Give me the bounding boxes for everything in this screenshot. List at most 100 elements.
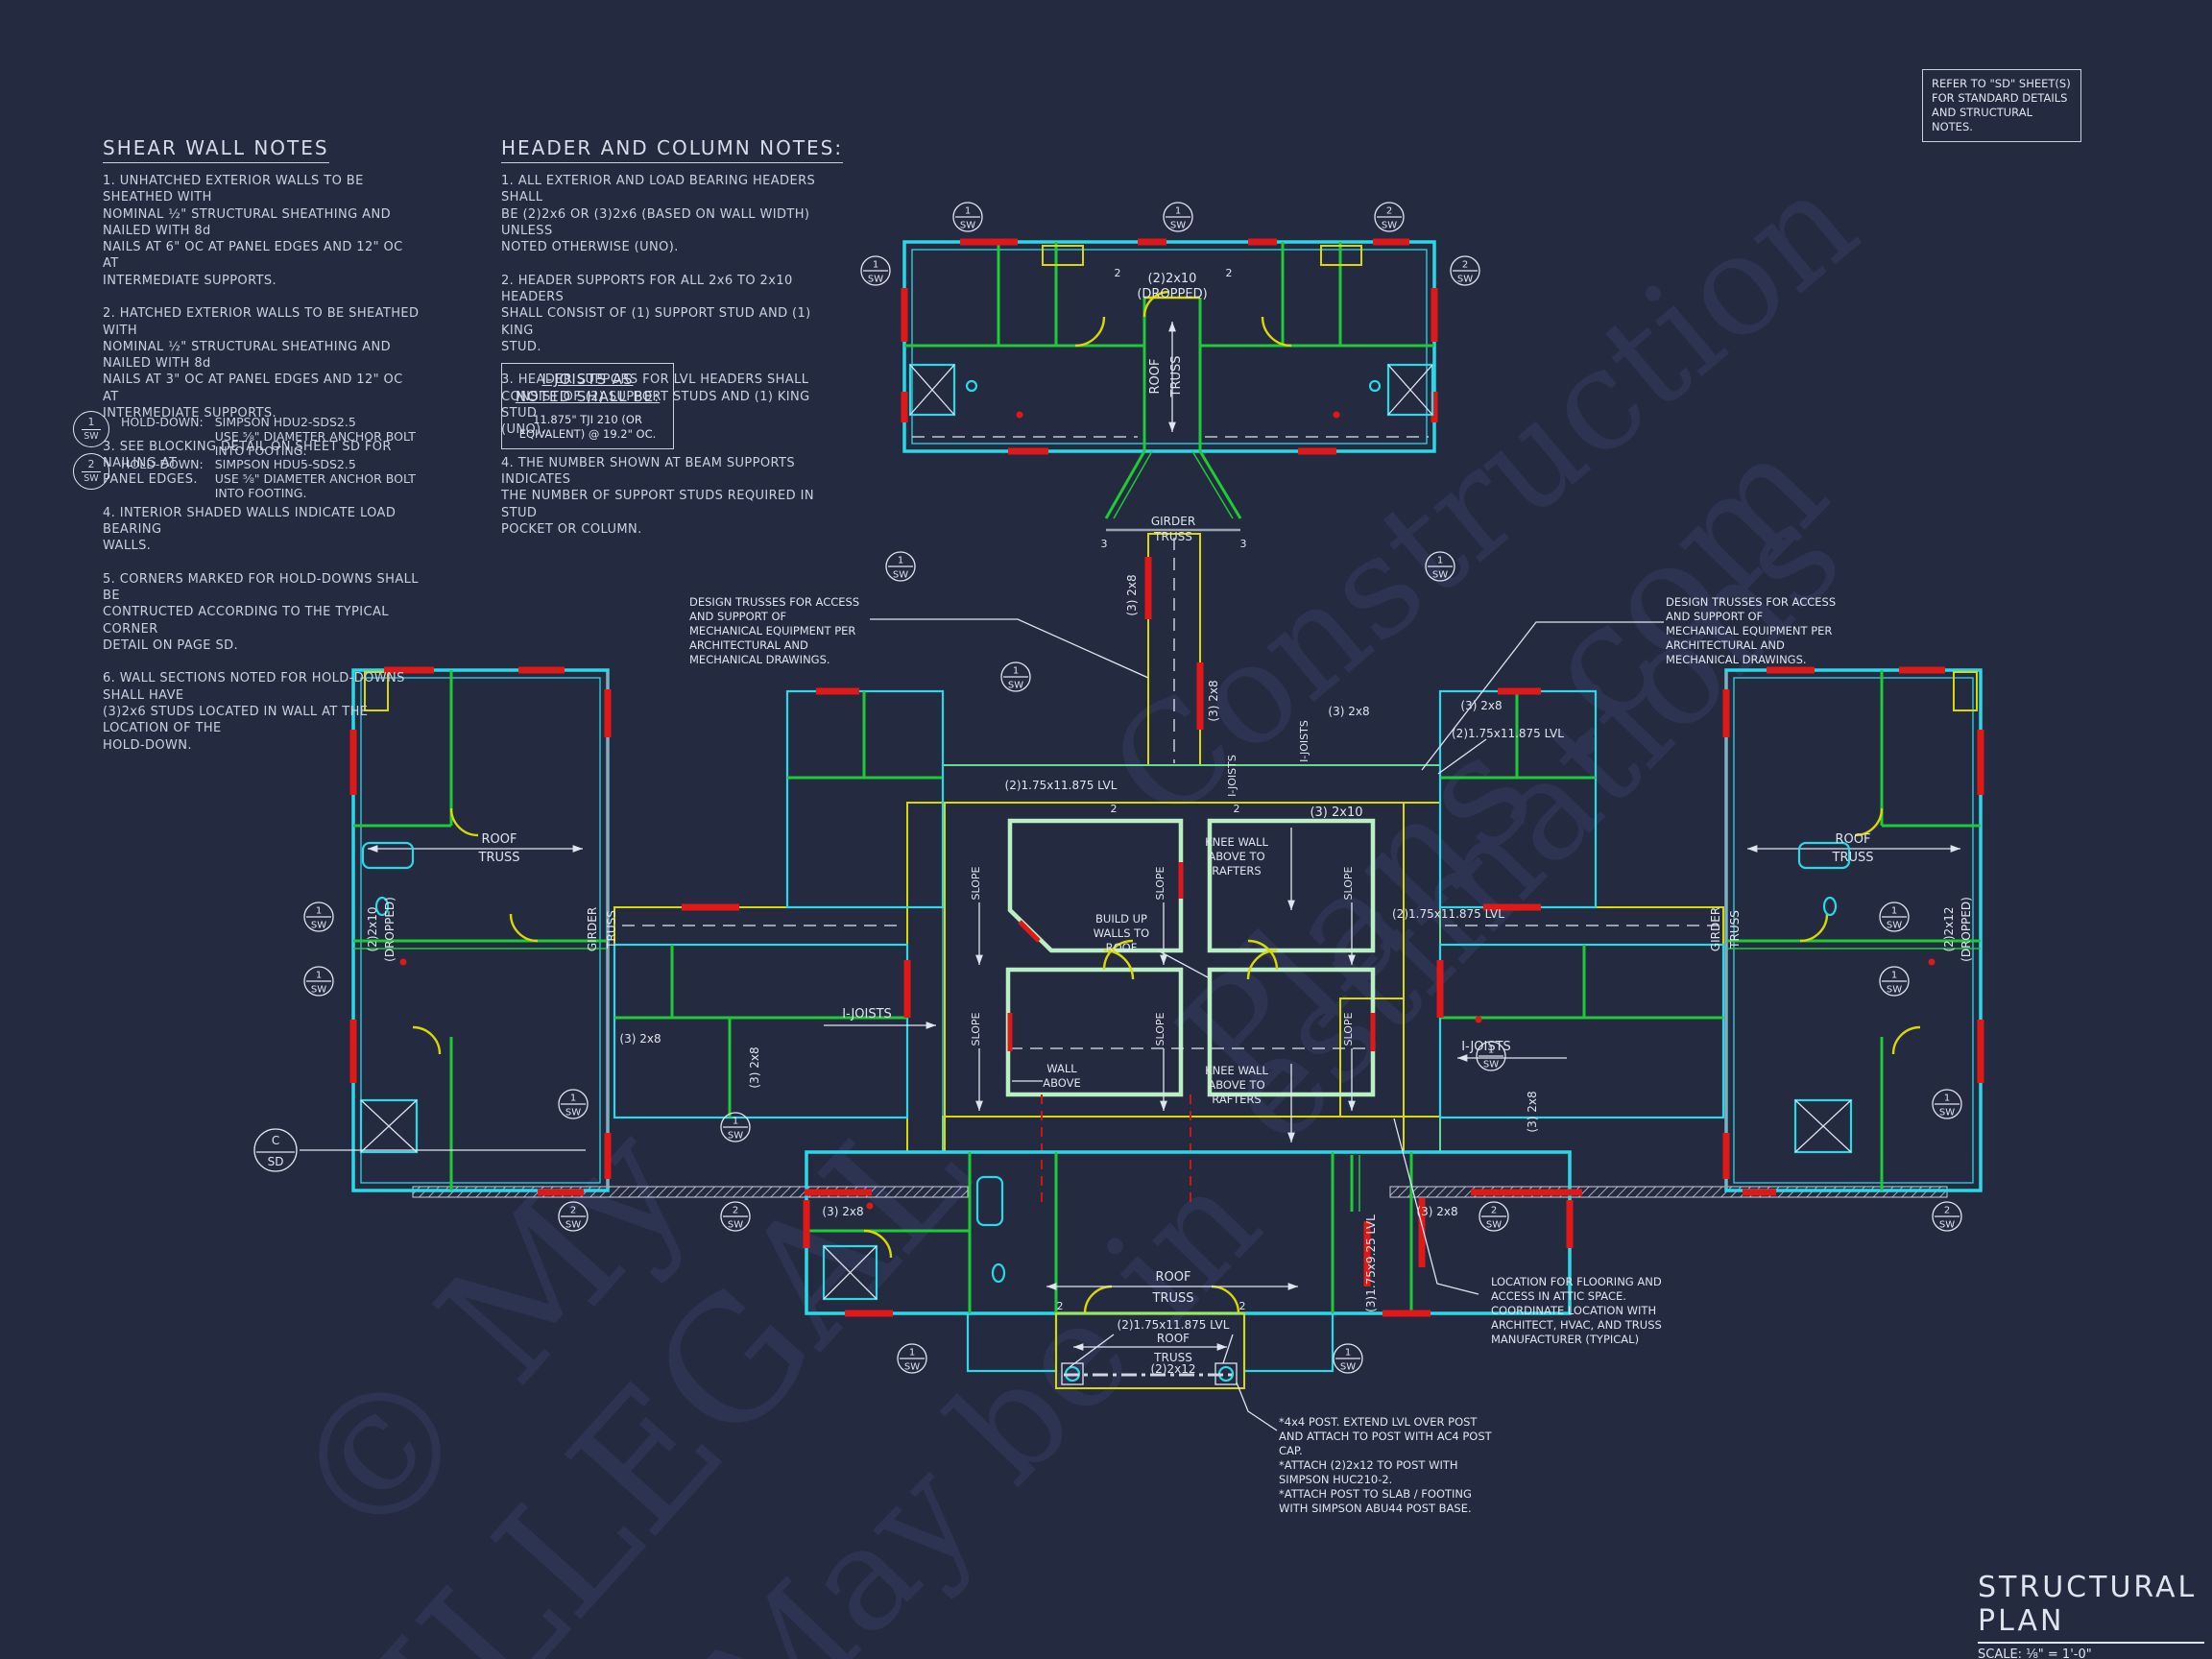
svg-text:SW: SW [565, 1108, 581, 1118]
beam-label: (3) 2x8 [1328, 705, 1369, 718]
svg-text:C: C [272, 1134, 279, 1147]
reference-dot [1016, 411, 1023, 419]
support-stud-count: 3 [1240, 538, 1247, 550]
shear-wall-marker: 1 SW [73, 411, 109, 447]
roof-truss-label: ROOF [1157, 1332, 1190, 1345]
svg-text:1: 1 [1013, 666, 1019, 677]
bathtub-icon [361, 841, 415, 870]
title-block: STRUCTURAL PLAN SCALE: ⅛" = 1'-0" [1978, 1571, 2204, 1659]
roof-truss-label: TRUSS [1832, 851, 1874, 865]
svg-text:SW: SW [1382, 221, 1397, 231]
sheet-title: STRUCTURAL PLAN [1978, 1571, 2204, 1644]
svg-text:SW: SW [1939, 1220, 1955, 1231]
roof-truss-label: TRUSS [1152, 1291, 1194, 1306]
hold-down-legend-2: 2 SW HOLD-DOWN: SIMPSON HDU5-SDS2.5 USE … [73, 453, 416, 500]
roof-truss-label: ROOF [1156, 1270, 1191, 1285]
shear-wall-red-segments [349, 238, 1984, 1317]
lvl-beam-label: (2)1.75x11.875 LVL [1005, 779, 1118, 792]
svg-text:SW: SW [1008, 681, 1023, 691]
slope-label: SLOPE [970, 866, 982, 900]
i-joist-box-title: I-JOISTS AS NOTED SHALL BE: [515, 371, 661, 405]
beam-label: (3) 2x8 [1416, 1205, 1457, 1218]
beam-label: (2)2x12 [1942, 906, 1956, 951]
svg-text:1: 1 [1175, 206, 1181, 217]
reference-dot [399, 958, 407, 966]
support-stud-count: 2 [1234, 803, 1240, 815]
section-cut-marker: C SD [253, 1128, 298, 1172]
girder-truss-label: GIRDER [586, 907, 599, 951]
shear-wall-marker: 2SW [1450, 255, 1480, 286]
girder-truss-label: TRUSS [605, 910, 618, 950]
beam-label: (3) 2x8 [1460, 699, 1502, 712]
beam-label: (3) 2x8 [1207, 680, 1220, 721]
svg-text:2: 2 [1386, 206, 1392, 217]
girder-truss-label: GIRDER [1151, 515, 1195, 528]
beam-label: (2)2x10 [366, 906, 379, 951]
svg-text:1: 1 [1944, 1094, 1950, 1104]
roof-truss-label: TRUSS [1169, 356, 1184, 398]
shear-wall-marker: 1SW [1425, 551, 1455, 582]
beam-label: (DROPPED) [1960, 897, 1973, 962]
knee-wall-label: KNEE WALL ABOVE TO RAFTERS [1205, 835, 1268, 878]
shower-icon [359, 1098, 419, 1154]
shear-wall-marker: 1SW [952, 202, 983, 232]
attic-access-note: LOCATION FOR FLOORING AND ACCESS IN ATTI… [1491, 1275, 1662, 1346]
beam-label: (3) 2x8 [619, 1032, 661, 1046]
hold-down-spec: SIMPSON HDU2-SDS2.5 USE ⅝" DIAMETER ANCH… [214, 415, 416, 458]
roof-truss-label: TRUSS [1153, 1351, 1192, 1364]
lvl-beam-label: (2)1.75x11.875 LVL [1452, 727, 1564, 740]
marker-number: 2 [82, 459, 101, 473]
shear-wall-markers: 1SW 1SW 1SW 2SW 2SW 1SW 1SW 1SW 1SW 1SW … [303, 202, 1962, 1374]
svg-text:SD: SD [268, 1155, 284, 1168]
shear-wall-marker: 2SW [1932, 1201, 1962, 1232]
roof-truss-label: ROOF [482, 832, 517, 847]
svg-text:1: 1 [965, 206, 971, 217]
right-wing [1724, 668, 1983, 1192]
lvl-beam-label: (3)1.75x9.25 LVL [1364, 1214, 1378, 1312]
roof-truss-label: ROOF [1836, 832, 1871, 847]
shear-wall-notes-body: 1. UNHATCHED EXTERIOR WALLS TO BE SHEATH… [103, 174, 420, 753]
svg-text:1: 1 [873, 260, 878, 271]
svg-text:SW: SW [868, 275, 883, 285]
plan-labels: (2)2x10 (DROPPED) ROOF TRUSS GIRDER TRUS… [366, 267, 1973, 1376]
post-detail-note: *4x4 POST. EXTEND LVL OVER POST AND ATTA… [1279, 1415, 1492, 1515]
support-stud-count: 2 [1057, 1300, 1064, 1312]
shear-wall-marker: 1SW [1476, 1041, 1506, 1071]
hold-down-label: HOLD-DOWN: [121, 415, 204, 429]
slope-label: SLOPE [1342, 866, 1355, 900]
support-stud-count: 2 [1239, 1300, 1246, 1312]
svg-text:2: 2 [1944, 1206, 1950, 1216]
beam-label: (3) 2x8 [1526, 1091, 1539, 1132]
shear-wall-marker: 1SW [897, 1343, 927, 1374]
shear-wall-marker: 1SW [720, 1112, 751, 1142]
i-joist-spec-box: I-JOISTS AS NOTED SHALL BE: 11.875" TJI … [501, 363, 674, 449]
svg-text:1: 1 [316, 971, 322, 981]
beam-label: (3) 2x8 [748, 1046, 761, 1088]
marker-tag: SW [84, 473, 99, 485]
shower-icon [1386, 363, 1434, 417]
beam-label: (2)2x10 [1148, 272, 1197, 286]
lvl-beam-label: (2)1.75x11.875 LVL [1392, 907, 1504, 921]
toilet-icon [374, 896, 390, 917]
roof-truss-label: ROOF [1148, 359, 1163, 395]
sink-icon [965, 379, 978, 393]
svg-text:SW: SW [1483, 1060, 1499, 1070]
svg-text:SW: SW [1457, 275, 1473, 285]
shear-wall-marker: 1SW [303, 966, 334, 997]
shear-wall-marker: 1SW [1879, 902, 1910, 932]
girder-truss-label: TRUSS [1728, 910, 1742, 950]
i-joists-label: I-JOISTS [842, 1007, 892, 1022]
bathtub-icon [1797, 841, 1851, 870]
svg-text:SW: SW [893, 570, 908, 581]
knee-wall-label: KNEE WALL ABOVE TO RAFTERS [1205, 1064, 1268, 1106]
support-stud-count: 3 [1101, 538, 1108, 550]
svg-text:SW: SW [565, 1220, 581, 1231]
beam-label: (DROPPED) [383, 897, 397, 962]
shear-wall-marker: 1SW [860, 255, 891, 286]
support-stud-count: 2 [1226, 267, 1233, 279]
svg-text:SW: SW [728, 1131, 743, 1142]
svg-text:1: 1 [316, 906, 322, 917]
support-stud-count: 2 [1111, 803, 1118, 815]
top-wing [902, 240, 1436, 763]
